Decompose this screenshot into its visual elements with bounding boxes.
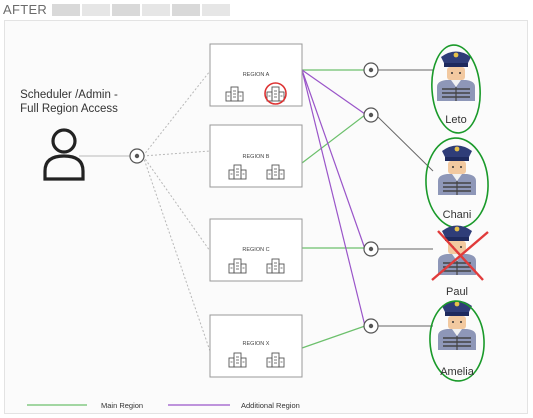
legend-additional-label: Additional Region [241,401,300,410]
user-paul: Paul [431,224,489,298]
admin-label-line2: Full Region Access [20,103,118,115]
user-name: Paul [446,286,468,298]
diagram-canvas: Scheduler /Admin - Full Region Access RE… [4,20,528,414]
legend-main-label: Main Region [101,401,143,410]
additional-region-lines [301,69,366,327]
user-name: Amelia [440,366,475,378]
user-name: Chani [443,209,472,221]
cross-out-mark [431,231,489,281]
eye-icon [129,148,145,164]
region-box-c: REGION C [209,218,303,282]
region-label: REGION C [242,247,269,253]
region-box-x: REGION X [209,314,303,378]
legend: Main Region Additional Region [27,401,300,410]
eye-icon [363,241,379,257]
eye-icon [363,107,379,123]
admin-label-line1: Scheduler /Admin - [20,89,118,101]
user-leto: Leto [431,44,481,134]
admin-connections [79,70,211,352]
main-region-lines [301,69,366,349]
eye-icon [363,62,379,78]
highlight-circle [429,300,485,382]
user-name: Leto [445,114,466,126]
user-icon [43,128,85,181]
user-chani: Chani [425,137,489,229]
highlight-circle [264,82,287,105]
region-label: REGION B [243,154,270,160]
region-label: REGION X [243,341,270,347]
region-label: REGION A [243,72,270,78]
guard-icon [437,144,477,196]
user-connections [375,69,434,327]
eye-icon [363,318,379,334]
highlight-circle [431,44,481,134]
redacted-subtitle [52,4,230,16]
header: AFTER [0,0,533,20]
header-title: AFTER [3,2,48,17]
access-diagram: Scheduler /Admin - Full Region Access RE… [20,43,489,410]
guard-icon [436,50,476,102]
region-box-a: REGION A [209,43,303,107]
user-amelia: Amelia [429,299,485,382]
region-box-b: REGION B [209,124,303,188]
